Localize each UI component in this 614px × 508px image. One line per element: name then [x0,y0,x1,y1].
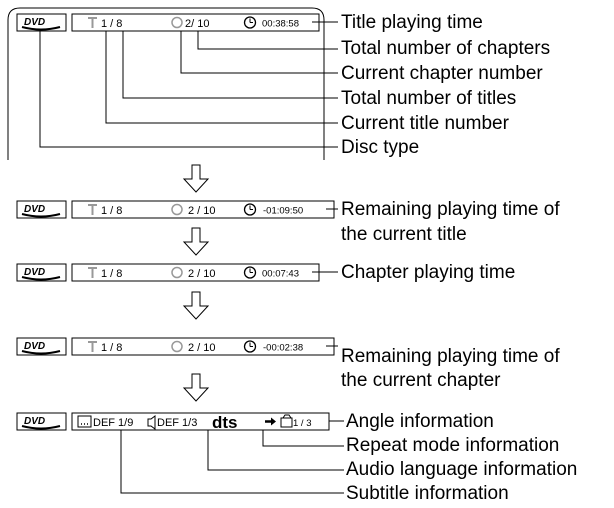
repeat-arrow-icon [265,417,276,426]
callout-current-chapter: Current chapter number [341,63,543,84]
svg-text:DVD: DVD [24,341,45,352]
callout-repeat: Repeat mode information [346,435,559,456]
leader-lines-1 [39,21,338,148]
down-arrow-icon [182,227,210,256]
angle-info: 1 / 3 [293,418,312,429]
screen-frame [7,7,325,160]
chapter-number: 2 / 10 [188,268,216,280]
dvd-logo-icon: DVD [21,267,61,281]
callout-chapter-playing-time: Chapter playing time [341,262,515,283]
angle-icon [280,414,293,428]
audio-icon [147,415,156,430]
callout-total-titles: Total number of titles [341,88,516,109]
down-arrow-icon [182,164,210,193]
title-number: 1 / 8 [101,18,122,30]
subtitle-icon [77,415,92,428]
down-arrow-icon [182,291,210,320]
title-time: 00:38:58 [262,19,299,30]
disc-box [16,200,67,219]
dvd-logo-icon: DVD [21,341,61,355]
clock-icon [243,16,257,29]
title-number: 1 / 8 [101,342,122,354]
chapter-icon [171,340,183,353]
callout-remaining-chapter-1: Remaining playing time of [341,346,560,367]
title-icon [88,17,97,28]
callout-title-playing-time: Title playing time [341,12,483,33]
svg-text:DVD: DVD [24,267,45,278]
dvd-logo-icon: DVD [21,416,61,430]
leader-lines-5 [120,420,344,494]
clock-icon [243,266,257,279]
remaining-chapter-time: -00:02:38 [263,343,303,354]
svg-text:DVD: DVD [24,416,45,427]
title-icon [88,267,97,278]
title-number: 1 / 8 [101,268,122,280]
callout-subtitle: Subtitle information [346,483,509,504]
callout-remaining-title-1: Remaining playing time of [341,199,560,220]
disc-box [16,412,67,431]
panel-1: DVD 1 / 8 2/ 10 00:38:58 Title playing t… [7,7,550,160]
panel-4: DVD 1 / 8 2 / 10 -00:02:38 Remaining pla… [16,337,560,391]
title-icon [88,341,97,352]
subtitle-info: DEF 1/9 [93,417,133,429]
title-number: 1 / 8 [101,205,122,217]
svg-text:DVD: DVD [24,204,45,215]
remaining-title-time: -01:09:50 [263,206,303,217]
chapter-number: 2/ 10 [185,18,209,30]
callout-total-chapters: Total number of chapters [341,38,550,59]
callout-remaining-chapter-2: the current chapter [341,370,501,391]
panel-2: DVD 1 / 8 2 / 10 -01:09:50 Remaining pla… [16,199,560,245]
callout-remaining-title-2: the current title [341,224,467,245]
panel-3: DVD 1 / 8 2 / 10 00:07:43 Chapter playin… [16,262,515,283]
chapter-icon [171,203,183,216]
chapter-number: 2 / 10 [188,205,216,217]
clock-icon [243,203,257,216]
chapter-time: 00:07:43 [262,269,299,280]
callout-audio: Audio language information [346,459,577,480]
chapter-icon [171,266,183,279]
dvd-logo-icon: DVD [21,204,61,218]
disc-box [16,337,67,356]
callout-disc-type: Disc type [341,137,419,158]
dvd-logo-icon: DVD [21,17,61,31]
title-icon [88,204,97,215]
svg-text:DVD: DVD [24,17,45,28]
panel-5: DVD DEF 1/9 DEF 1/3 dts 1 / 3 [16,411,577,504]
callout-angle: Angle information [346,411,494,432]
chapter-number: 2 / 10 [188,342,216,354]
disc-box [16,13,67,32]
chapter-icon [171,16,183,29]
audio-info: DEF 1/3 [157,417,197,429]
dts-logo: dts [212,413,238,432]
down-arrow-icon [182,373,210,402]
clock-icon [243,340,257,353]
disc-box [16,263,67,282]
callout-current-title: Current title number [341,113,510,134]
